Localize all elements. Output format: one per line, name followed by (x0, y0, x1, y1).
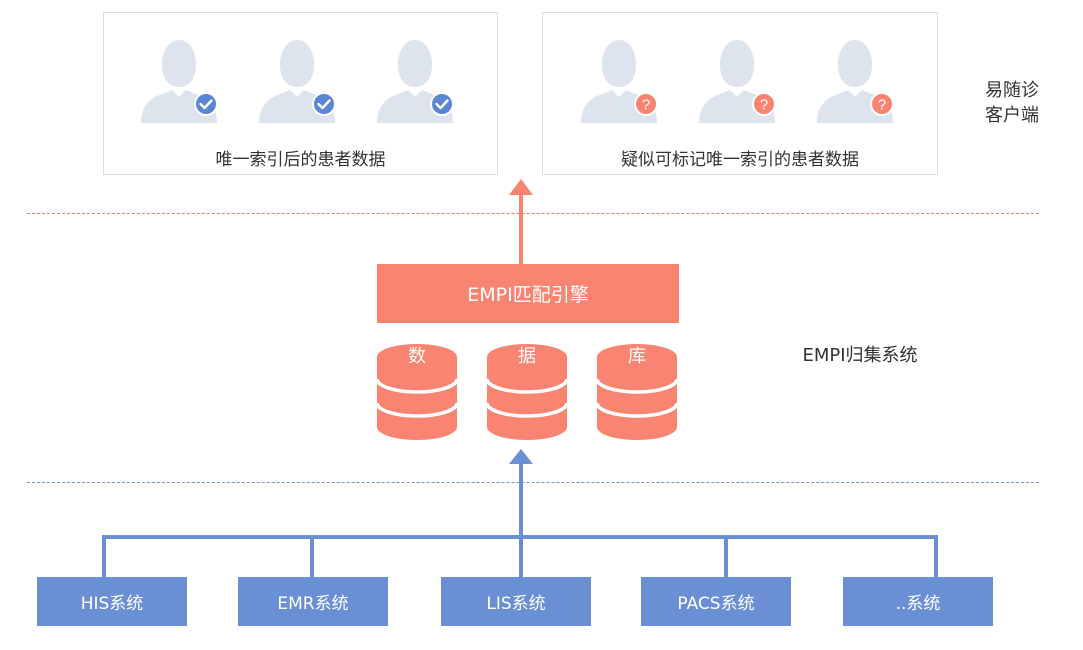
question-icon: ? (634, 92, 658, 116)
source-system-his: HIS系统 (37, 577, 187, 626)
database-cylinder: 库 (595, 343, 679, 445)
patient-avatar (139, 35, 219, 129)
database-char-label: 库 (628, 346, 646, 367)
empi-system-label: EMPI归集系统 (802, 345, 918, 366)
question-icon: ? (752, 92, 776, 116)
client-side-label: 易随诊 客户端 (972, 78, 1052, 128)
client-label-line1: 易随诊 (985, 80, 1039, 101)
patient-avatar: ? (815, 35, 895, 129)
database-cylinder: 数 (375, 343, 459, 445)
svg-text:?: ? (642, 97, 650, 114)
suspected-patients-panel: ? ? ? 疑似可标记唯一索引的患者数据 (542, 12, 938, 175)
check-icon (430, 92, 454, 116)
client-label-line2: 客户端 (985, 105, 1039, 126)
source-layer-divider (27, 482, 1039, 483)
source-system-other: ..系统 (843, 577, 993, 626)
source-system-pacs: PACS系统 (641, 577, 791, 626)
check-icon (312, 92, 336, 116)
svg-text:?: ? (760, 97, 768, 114)
database-cylinder: 据 (485, 343, 569, 445)
patient-avatar: ? (579, 35, 659, 129)
client-layer-divider (27, 213, 1039, 214)
source-system-lis: LIS系统 (441, 577, 591, 626)
empi-match-engine: EMPI匹配引擎 (377, 264, 679, 323)
suspected-patients-caption: 疑似可标记唯一索引的患者数据 (621, 150, 859, 170)
patient-avatar (257, 35, 337, 129)
database-char-label: 数 (408, 346, 426, 367)
check-icon (194, 92, 218, 116)
indexed-patients-panel: 唯一索引后的患者数据 (103, 12, 498, 175)
patient-avatar (375, 35, 455, 129)
database-char-label: 据 (518, 346, 536, 367)
arrow-up-to-clients (509, 179, 533, 264)
patient-avatar: ? (697, 35, 777, 129)
arrow-up-to-database (509, 449, 533, 577)
source-bus (102, 535, 938, 577)
question-icon: ? (870, 92, 894, 116)
indexed-patients-caption: 唯一索引后的患者数据 (215, 150, 386, 170)
source-system-emr: EMR系统 (238, 577, 388, 626)
svg-text:?: ? (878, 97, 886, 114)
